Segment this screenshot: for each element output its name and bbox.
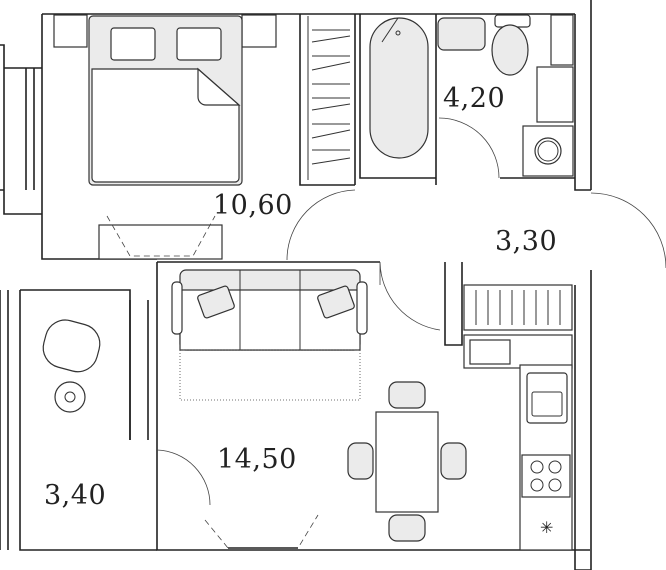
kitchen-shelf bbox=[463, 284, 573, 331]
door-swing bbox=[438, 117, 500, 179]
chair bbox=[347, 442, 374, 480]
fridge-snowflake-icon: ✳ bbox=[540, 518, 553, 537]
entrance-door-swing bbox=[590, 192, 666, 269]
wardrobe bbox=[307, 16, 351, 180]
door-swing bbox=[379, 261, 441, 331]
loggia-furniture bbox=[42, 319, 101, 413]
room-area-hallway: 3,30 bbox=[495, 226, 558, 257]
bedroom-furniture bbox=[53, 14, 356, 261]
kitchen-sink bbox=[526, 372, 568, 424]
nightstand-right bbox=[241, 14, 277, 48]
bathroom-fixtures bbox=[369, 14, 574, 179]
chair bbox=[388, 514, 426, 542]
chair bbox=[388, 381, 426, 409]
dining-table bbox=[375, 411, 439, 513]
room-area-bathroom: 4,20 bbox=[443, 83, 506, 114]
rug bbox=[179, 349, 361, 401]
toilet bbox=[491, 24, 529, 76]
room-area-loggia: 3,40 bbox=[44, 480, 107, 511]
kitchen: ✳ bbox=[463, 284, 573, 551]
room-area-living-kitchen: 14,50 bbox=[217, 444, 297, 475]
room-area-bedroom: 10,60 bbox=[213, 190, 293, 221]
living-furniture bbox=[156, 269, 467, 549]
boiler bbox=[536, 66, 574, 123]
cooktop bbox=[521, 454, 571, 498]
door-swing bbox=[156, 449, 211, 506]
chair bbox=[440, 442, 467, 480]
bathtub bbox=[369, 17, 429, 159]
pillow bbox=[110, 27, 156, 61]
nightstand-left bbox=[53, 14, 88, 48]
pillow bbox=[176, 27, 222, 61]
armchair bbox=[42, 319, 101, 373]
sink bbox=[437, 17, 486, 51]
side-table bbox=[54, 381, 86, 413]
door-swing bbox=[286, 189, 356, 261]
walls bbox=[0, 0, 592, 570]
tv-stand bbox=[98, 224, 223, 260]
